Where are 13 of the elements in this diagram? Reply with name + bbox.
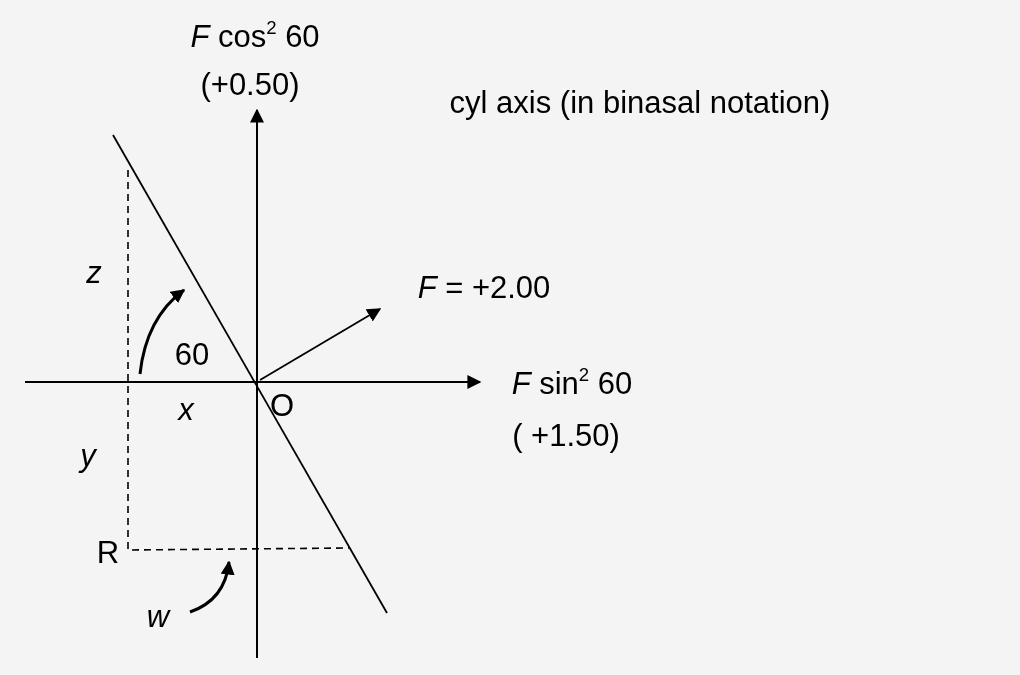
diagram-label: O — [269, 388, 295, 424]
diagram-label: z — [86, 255, 102, 291]
diagram-label: F sin$^{2}$ 60 — [511, 366, 633, 402]
diagram-label: 60 — [174, 337, 210, 373]
diagram-label: F = +2.00 — [417, 270, 551, 306]
diagram-label: (+0.50) — [200, 67, 300, 103]
diagram-label: ( +1.50) — [512, 418, 620, 454]
diagram-label: w — [146, 599, 170, 635]
diagram-label: x — [178, 392, 194, 428]
diagram-label: R — [96, 535, 120, 571]
diagram-label: cyl axis (in binasal notation) — [449, 85, 831, 121]
diagram-label: y — [80, 438, 96, 474]
diagram-label: F cos$^{2}$ 60 — [190, 19, 320, 55]
